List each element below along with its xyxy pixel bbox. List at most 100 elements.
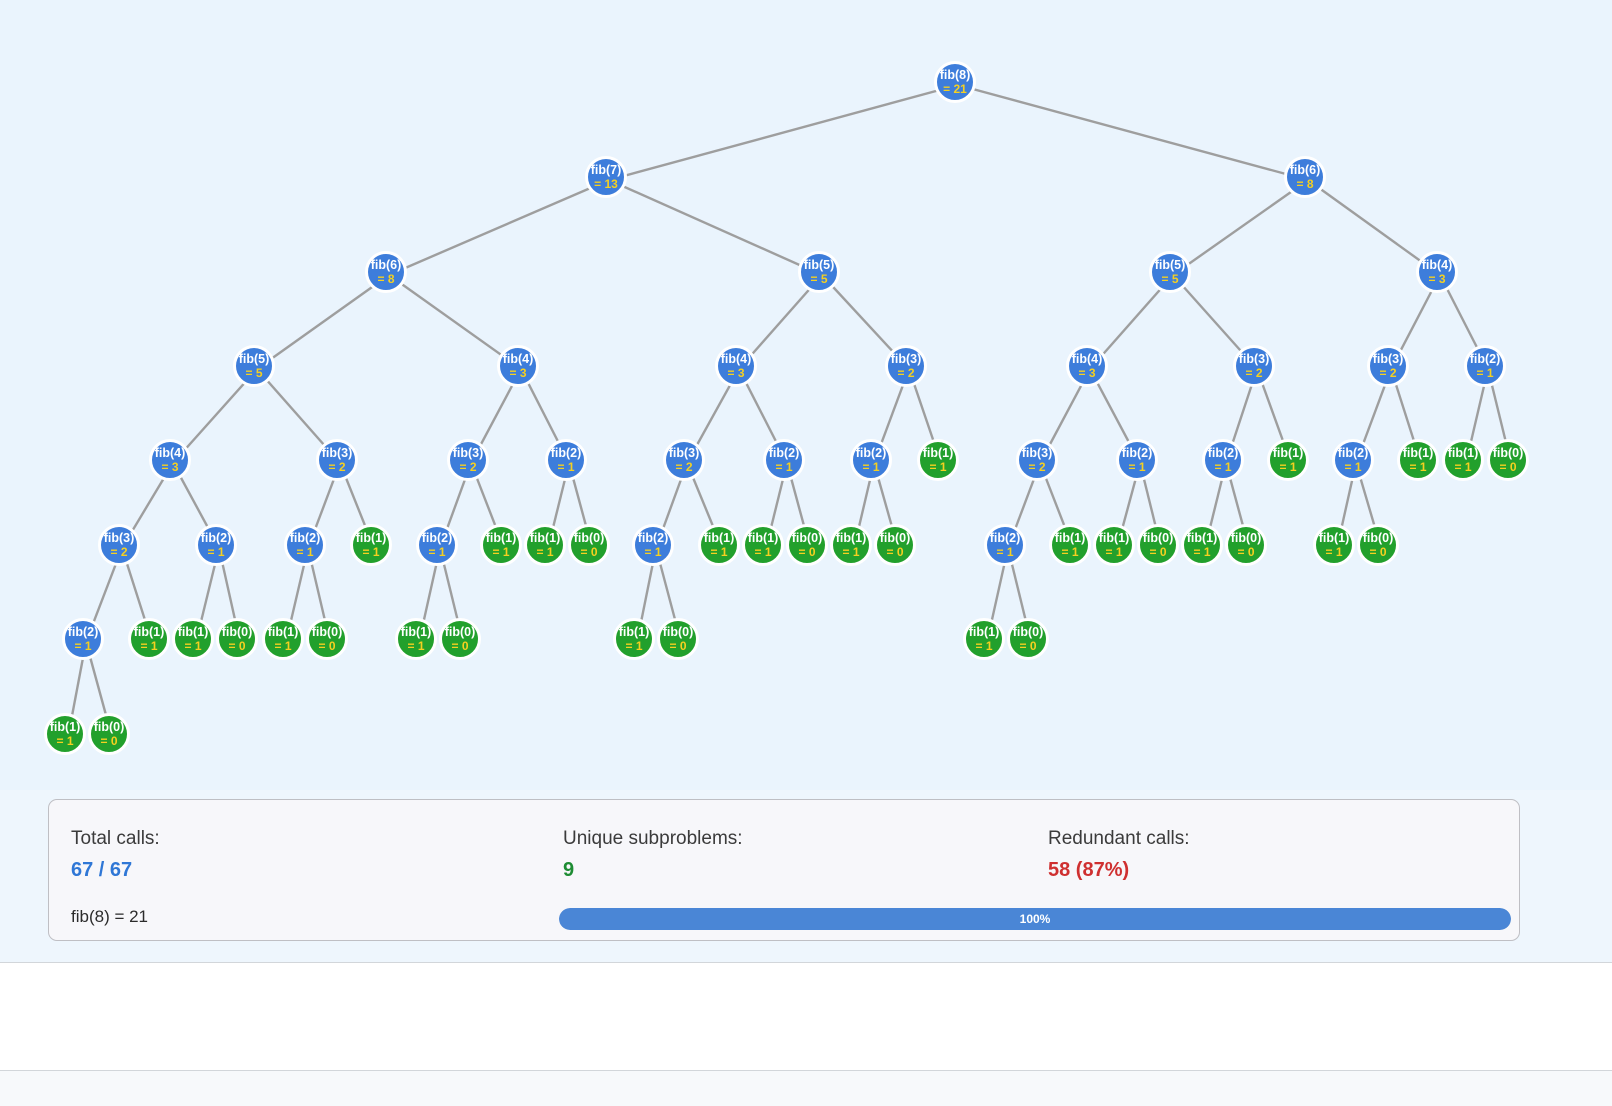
tree-node-fib-3[interactable]: fib(3)= 2 [885,345,927,387]
tree-node-value: = 5 [810,271,828,286]
tree-node-fib-2[interactable]: fib(2)= 1 [763,439,805,481]
tree-node-fib-4[interactable]: fib(4)= 3 [715,345,757,387]
tree-node-fib-4[interactable]: fib(4)= 3 [1416,251,1458,293]
tree-node-fib-4[interactable]: fib(4)= 3 [149,439,191,481]
tree-node-fib-0[interactable]: fib(0)= 0 [657,618,699,660]
tree-node-fib-1[interactable]: fib(1)= 1 [1049,524,1091,566]
tree-node-value: = 1 [996,544,1014,559]
tree-edge [957,83,1309,182]
tree-node-fib-3[interactable]: fib(3)= 2 [1233,345,1275,387]
tree-node-value: = 1 [1409,459,1427,474]
tree-node-value: = 1 [975,638,993,653]
tree-node-fib-1[interactable]: fib(1)= 1 [128,618,170,660]
tree-node-label: fib(1) [1272,446,1304,461]
tree-node-fib-1[interactable]: fib(1)= 1 [44,713,86,755]
tree-node-fib-0[interactable]: fib(0)= 0 [1225,524,1267,566]
tree-node-fib-6[interactable]: fib(6)= 8 [365,251,407,293]
tree-node-fib-3[interactable]: fib(3)= 2 [1367,345,1409,387]
tree-node-value: = 1 [1193,544,1211,559]
tree-node-fib-2[interactable]: fib(2)= 1 [284,524,326,566]
tree-node-fib-1[interactable]: fib(1)= 1 [350,524,392,566]
tree-node-fib-5[interactable]: fib(5)= 5 [233,345,275,387]
tree-node-label: fib(0) [1230,531,1262,546]
tree-node-fib-3[interactable]: fib(3)= 2 [663,439,705,481]
tree-node-fib-1[interactable]: fib(1)= 1 [172,618,214,660]
tree-node-fib-1[interactable]: fib(1)= 1 [1267,439,1309,481]
tree-node-fib-3[interactable]: fib(3)= 2 [316,439,358,481]
tree-node-fib-4[interactable]: fib(4)= 3 [497,345,539,387]
tree-node-fib-0[interactable]: fib(0)= 0 [1007,618,1049,660]
tree-node-fib-2[interactable]: fib(2)= 1 [1332,439,1374,481]
tree-node-fib-2[interactable]: fib(2)= 1 [632,524,674,566]
tree-node-value: = 1 [1454,459,1472,474]
tree-node-label: fib(1) [1447,446,1479,461]
redundant-calls-value: 58 (87%) [1048,859,1130,881]
tree-node-fib-2[interactable]: fib(2)= 1 [62,618,104,660]
tree-node-fib-7[interactable]: fib(7)= 13 [585,156,627,198]
tree-node-fib-5[interactable]: fib(5)= 5 [798,251,840,293]
tree-node-fib-3[interactable]: fib(3)= 2 [1016,439,1058,481]
tree-node-fib-2[interactable]: fib(2)= 1 [545,439,587,481]
tree-node-value: = 1 [1325,544,1343,559]
tree-node-value: = 0 [451,638,469,653]
tree-node-value: = 2 [897,365,915,380]
tree-node-label: fib(7) [590,163,622,178]
tree-node-fib-1[interactable]: fib(1)= 1 [613,618,655,660]
tree-node-label: fib(0) [1362,531,1394,546]
tree-node-label: fib(1) [703,531,735,546]
tree-node-value: = 1 [842,544,860,559]
tree-node-fib-2[interactable]: fib(2)= 1 [416,524,458,566]
tree-node-fib-0[interactable]: fib(0)= 0 [88,713,130,755]
tree-node-fib-1[interactable]: fib(1)= 1 [1313,524,1355,566]
tree-node-value: = 3 [509,365,527,380]
tree-node-fib-0[interactable]: fib(0)= 0 [874,524,916,566]
tree-node-fib-0[interactable]: fib(0)= 0 [216,618,258,660]
tree-node-fib-0[interactable]: fib(0)= 0 [1357,524,1399,566]
tree-node-fib-0[interactable]: fib(0)= 0 [568,524,610,566]
tree-node-fib-1[interactable]: fib(1)= 1 [1093,524,1135,566]
tree-node-value: = 2 [459,459,477,474]
tree-node-fib-0[interactable]: fib(0)= 0 [306,618,348,660]
tree-node-fib-1[interactable]: fib(1)= 1 [395,618,437,660]
tree-node-fib-4[interactable]: fib(4)= 3 [1066,345,1108,387]
tree-node-value: = 1 [625,638,643,653]
tree-node-label: fib(1) [49,720,81,735]
tree-node-label: fib(2) [550,446,582,461]
tree-node-fib-1[interactable]: fib(1)= 1 [963,618,1005,660]
tree-node-value: = 8 [377,271,395,286]
tree-node-value: = 5 [1161,271,1179,286]
tree-node-fib-1[interactable]: fib(1)= 1 [698,524,740,566]
tree-node-fib-1[interactable]: fib(1)= 1 [1442,439,1484,481]
tree-node-fib-2[interactable]: fib(2)= 1 [984,524,1026,566]
tree-node-fib-2[interactable]: fib(2)= 1 [1464,345,1506,387]
tree-node-value: = 0 [669,638,687,653]
tree-node-fib-5[interactable]: fib(5)= 5 [1149,251,1191,293]
tree-node-fib-1[interactable]: fib(1)= 1 [1397,439,1439,481]
tree-node-fib-1[interactable]: fib(1)= 1 [262,618,304,660]
tree-node-fib-0[interactable]: fib(0)= 0 [1137,524,1179,566]
tree-node-fib-6[interactable]: fib(6)= 8 [1284,156,1326,198]
tree-edge [256,274,390,370]
tree-node-fib-0[interactable]: fib(0)= 0 [439,618,481,660]
tree-node-fib-2[interactable]: fib(2)= 1 [195,524,237,566]
tree-node-fib-1[interactable]: fib(1)= 1 [524,524,566,566]
tree-node-fib-2[interactable]: fib(2)= 1 [850,439,892,481]
tree-node-fib-2[interactable]: fib(2)= 1 [1116,439,1158,481]
tree-node-fib-2[interactable]: fib(2)= 1 [1202,439,1244,481]
tree-node-label: fib(1) [618,625,650,640]
tree-edge [608,178,823,277]
tree-node-fib-1[interactable]: fib(1)= 1 [830,524,872,566]
tree-node-label: fib(1) [968,625,1000,640]
tree-node-fib-0[interactable]: fib(0)= 0 [1487,439,1529,481]
tree-node-fib-1[interactable]: fib(1)= 1 [1181,524,1223,566]
tree-node-fib-0[interactable]: fib(0)= 0 [786,524,828,566]
tree-node-label: fib(1) [747,531,779,546]
tree-node-fib-1[interactable]: fib(1)= 1 [480,524,522,566]
tree-node-fib-1[interactable]: fib(1)= 1 [742,524,784,566]
tree-node-fib-1[interactable]: fib(1)= 1 [917,439,959,481]
tree-node-fib-3[interactable]: fib(3)= 2 [98,524,140,566]
tree-node-fib-8[interactable]: fib(8)= 21 [934,61,976,103]
tree-node-value: = 1 [862,459,880,474]
tree-node-value: = 21 [943,81,967,96]
tree-node-fib-3[interactable]: fib(3)= 2 [447,439,489,481]
